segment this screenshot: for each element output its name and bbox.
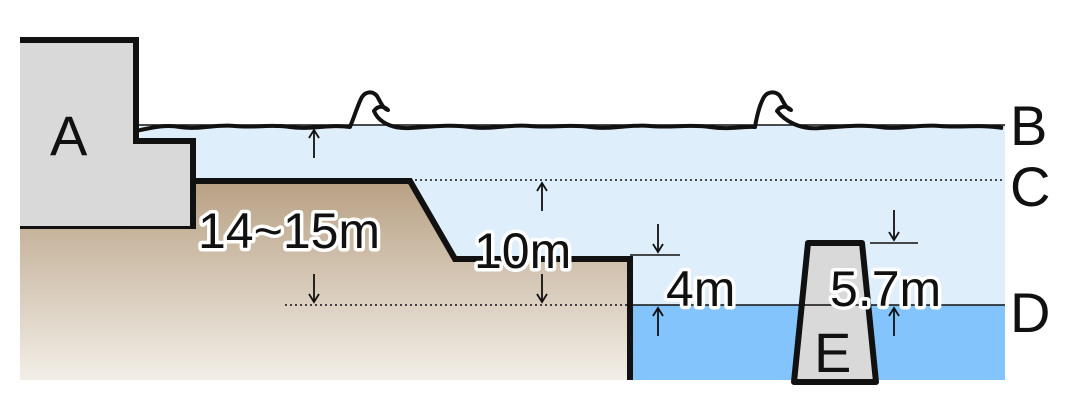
seawall-outline [20, 37, 196, 226]
label-a: A [50, 104, 88, 167]
quay-height-label: 4m [666, 261, 735, 317]
label-e: E [814, 321, 851, 384]
breakwater-height-label: 5.7m [830, 261, 941, 317]
water-surface-wave [135, 90, 1004, 133]
ground-profile [20, 181, 630, 380]
label-c: C [1010, 155, 1050, 218]
measure-arrows [308, 128, 900, 336]
breakwater-e [791, 240, 879, 385]
tsunami-height-label: 10m [474, 223, 571, 279]
seawall-structure-a [20, 40, 193, 226]
label-b: B [1010, 94, 1047, 157]
seawall-height-label: 14~15m [198, 203, 380, 259]
label-d: D [1010, 281, 1050, 344]
